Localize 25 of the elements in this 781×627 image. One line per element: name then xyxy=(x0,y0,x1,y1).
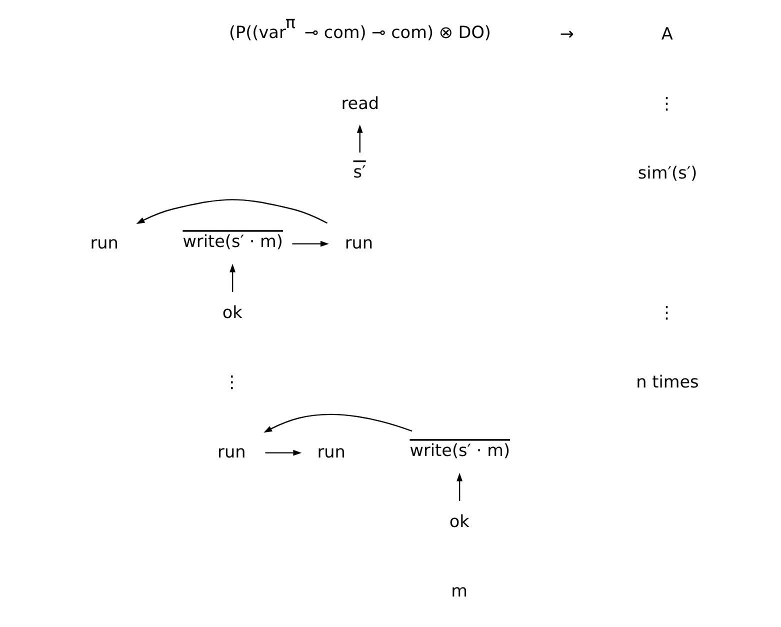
label: m xyxy=(451,580,468,601)
arrow xyxy=(264,414,412,433)
node-text: ok xyxy=(449,510,470,531)
arrow xyxy=(265,450,302,456)
label: sim′(s′) xyxy=(638,162,698,183)
arrow xyxy=(356,124,363,153)
node-text: run xyxy=(344,232,374,252)
arrow xyxy=(456,472,463,501)
label: → xyxy=(560,23,574,44)
node-text: write(s′ · m) xyxy=(410,440,510,460)
label: ⋮ xyxy=(658,302,676,322)
label: ⋮ xyxy=(224,372,240,392)
node-text: s′ xyxy=(353,161,366,182)
node-text: ok xyxy=(222,302,242,322)
node-text: run xyxy=(90,232,118,252)
arrow xyxy=(292,240,329,247)
node-text: write(s′ · m) xyxy=(182,231,283,252)
label: n times xyxy=(636,372,699,392)
node-text: read xyxy=(341,92,380,113)
label: A xyxy=(661,23,673,44)
node-text: run xyxy=(317,441,346,462)
node-text: run xyxy=(218,441,246,462)
label: ⋮ xyxy=(658,92,676,113)
arrow xyxy=(136,199,328,224)
arrow xyxy=(230,264,236,292)
